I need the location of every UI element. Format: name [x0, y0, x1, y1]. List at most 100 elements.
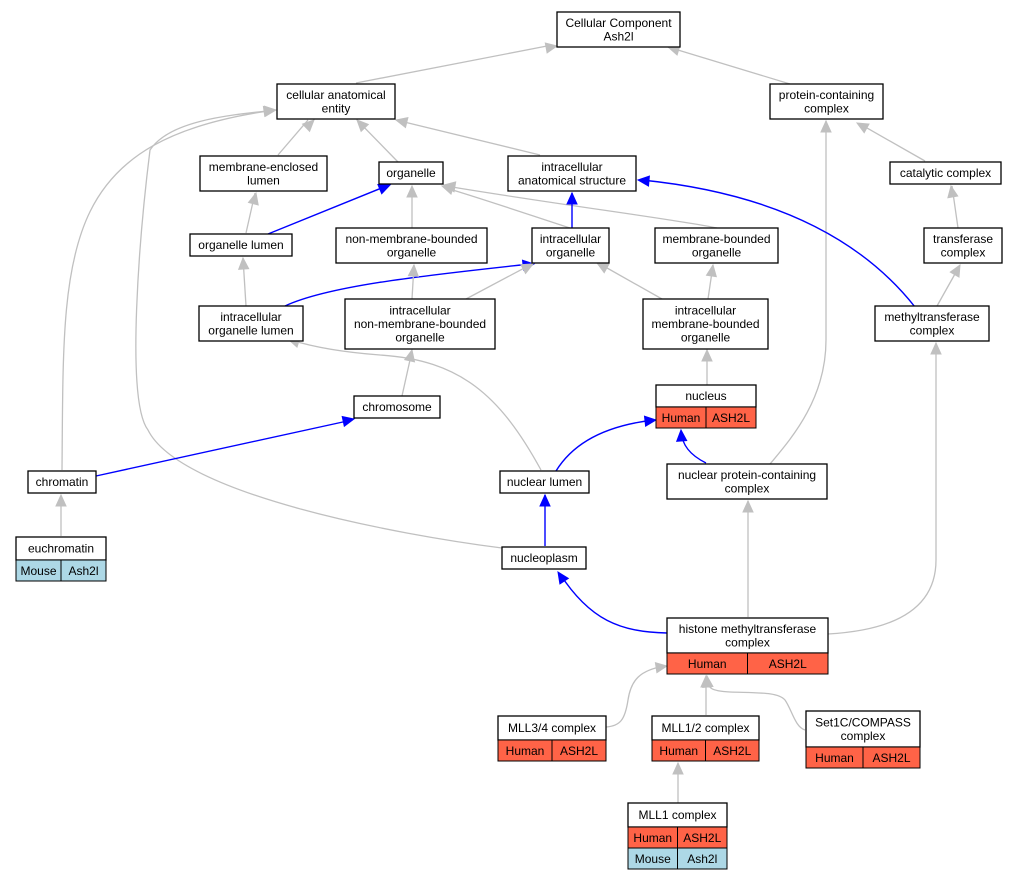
species-label: Human [662, 411, 701, 425]
arrowhead-icon [701, 348, 713, 362]
node-label-line: non-membrane-bounded [354, 317, 486, 331]
node-label-line: non-membrane-bounded [345, 232, 477, 246]
node-label-line: organelle lumen [198, 238, 283, 252]
node-label-line: MLL1/2 complex [661, 721, 749, 735]
gene-cell [862, 746, 921, 769]
node-label-line: protein-containing [779, 88, 874, 102]
arrowhead-icon [947, 184, 959, 199]
node-label-box [198, 305, 304, 342]
edge-nl-to-nuc [555, 415, 658, 472]
node-label-box [335, 227, 488, 264]
gene-cell [705, 406, 757, 429]
edge-line [445, 187, 571, 229]
node-label-box [27, 470, 97, 494]
node-org[interactable]: organelle [378, 161, 444, 185]
edge-line [267, 186, 385, 235]
edge-cat-to-pcc [855, 122, 926, 162]
gene-cell [60, 559, 107, 582]
arrowhead-icon [247, 191, 259, 206]
edge-io-to-ias [566, 191, 578, 228]
edge-eu-to-chrom [55, 493, 67, 536]
node-label-line: chromatin [36, 475, 89, 489]
arrowhead-icon [557, 570, 570, 585]
node-cat[interactable]: catalytic complex [889, 161, 1002, 185]
node-label-line: organelle [395, 331, 445, 345]
node-label-line: catalytic complex [900, 166, 991, 180]
edge-line [769, 121, 827, 465]
node-label-line: complex [804, 101, 849, 115]
node-label-box [556, 11, 681, 48]
edge-imbo-to-io [595, 262, 663, 300]
node-nl[interactable]: nuclear lumen [499, 470, 590, 494]
node-label-line: nucleoplasm [510, 551, 577, 565]
node-label-line: intracellular [541, 160, 602, 174]
node-label-line: transferase [933, 232, 993, 246]
node-label-line: cellular anatomical [286, 88, 385, 102]
node-np[interactable]: nucleoplasm [501, 546, 587, 570]
node-chrom[interactable]: chromatin [27, 470, 97, 494]
edge-pcc-to-cc [666, 44, 791, 85]
edge-layer [55, 42, 961, 803]
gene-label: Ash2l [68, 564, 98, 578]
node-label-line: methyltransferase [884, 310, 980, 324]
arrowhead-icon [539, 493, 551, 507]
arrowhead-icon [654, 662, 669, 674]
edge-line [284, 263, 531, 307]
node-label-line: complex [841, 729, 886, 743]
edge-mtc-to-tc [936, 263, 961, 307]
node-label-box [378, 161, 444, 185]
edge-line [61, 109, 276, 471]
edge-line [827, 343, 937, 635]
node-orgl[interactable]: organelle lumen [189, 233, 293, 257]
node-label-line: MLL3/4 complex [508, 721, 596, 735]
node-label-box [889, 161, 1002, 185]
arrowhead-icon [855, 122, 870, 134]
edge-mtc-to-ias [636, 175, 916, 308]
gene-cell [551, 739, 607, 762]
edge-iol-to-orgl [237, 256, 250, 307]
arrowhead-icon [407, 263, 420, 277]
edge-org-to-cae [356, 119, 399, 163]
arrowhead-icon [643, 415, 658, 428]
species-label: Human [815, 751, 854, 765]
edge-mll1-to-mll12 [672, 761, 684, 803]
node-label-line: organelle [681, 331, 731, 345]
node-label-line: complex [910, 323, 955, 337]
arrowhead-icon [675, 428, 688, 442]
node-label-line: MLL1 complex [638, 808, 716, 822]
node-label-box [666, 617, 829, 654]
node-inmbo[interactable]: intracellularnon-membrane-boundedorganel… [344, 298, 496, 350]
arrowhead-icon [237, 256, 250, 270]
node-label-box [666, 463, 828, 500]
node-chr[interactable]: chromosome [353, 395, 441, 419]
node-label-box [189, 233, 293, 257]
gene-label: ASH2L [769, 657, 807, 671]
arrowhead-icon [705, 263, 717, 278]
node-label-box [874, 305, 990, 342]
arrowhead-icon [442, 181, 457, 193]
